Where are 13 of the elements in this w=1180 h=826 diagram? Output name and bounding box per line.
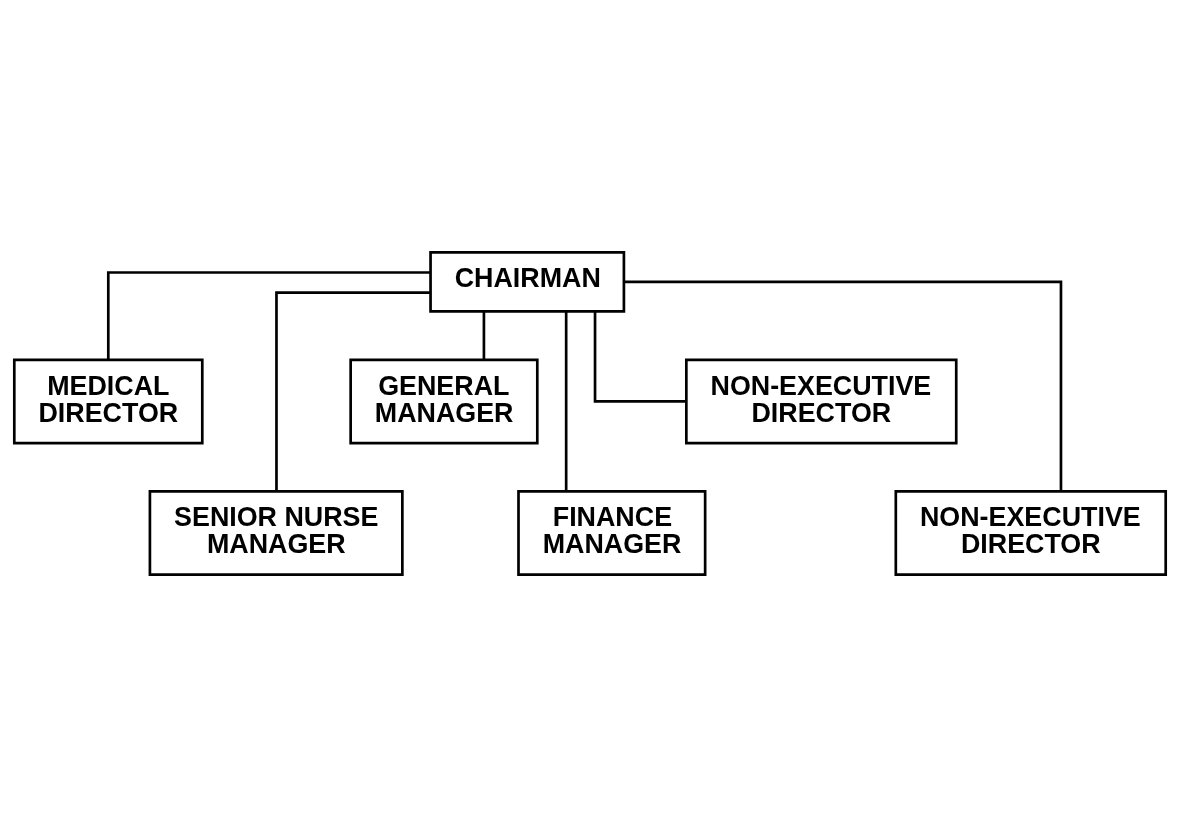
node-box: NON-EXECUTIVE DIRECTOR: [685, 357, 958, 444]
connector: [624, 280, 1063, 491]
node-box: GENERAL MANAGER: [349, 357, 539, 444]
connector: [593, 310, 686, 403]
connector: [106, 270, 431, 360]
node-box: MEDICAL DIRECTOR: [12, 357, 204, 444]
node-box: FINANCE MANAGER: [517, 489, 707, 576]
node-box: CHAIRMAN: [429, 250, 626, 313]
connector: [275, 290, 431, 491]
connector: [564, 311, 568, 491]
node-box: NON-EXECUTIVE DIRECTOR: [894, 489, 1168, 576]
node-box: SENIOR NURSE MANAGER: [148, 489, 404, 576]
connector: [482, 310, 486, 360]
